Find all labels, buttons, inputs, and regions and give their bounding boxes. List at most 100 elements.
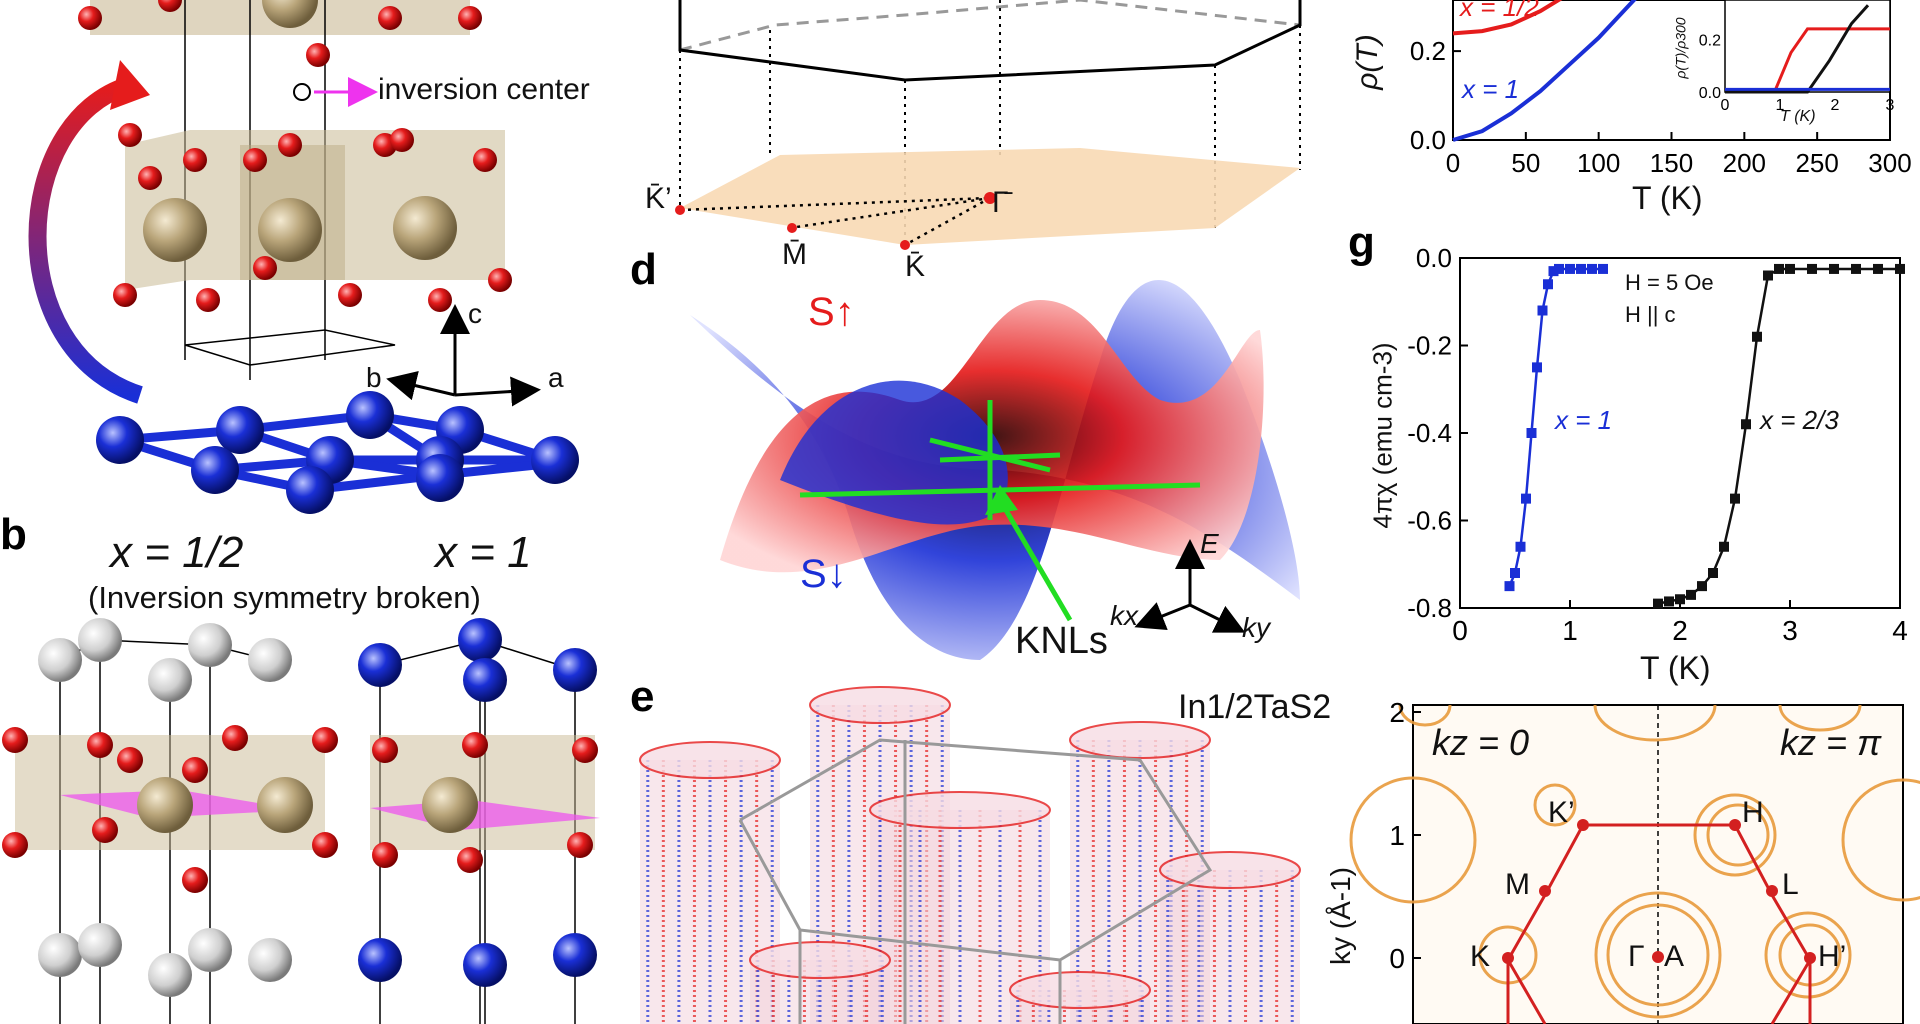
- half-occupied-atom: [38, 933, 82, 977]
- susceptibility-data-point: [1675, 594, 1685, 605]
- oxygen-atom: [118, 123, 142, 147]
- susceptibility-series-line: [1657, 267, 1900, 605]
- half-occupied-atom: [148, 953, 192, 997]
- susceptibility-data-point: [1653, 598, 1663, 609]
- axis-b-label: b: [366, 362, 382, 393]
- fermi-cylinder-top: [809, 686, 951, 724]
- fermi-cylinder-top: [749, 941, 891, 979]
- oxygen-atom: [338, 283, 362, 307]
- oxygen-atom: [87, 732, 113, 758]
- panel-e-fermi-surface: [639, 686, 1301, 1024]
- susceptibility-data-point: [1532, 362, 1542, 373]
- hs-point-m: M: [1505, 868, 1530, 901]
- oxygen-atom: [113, 283, 137, 307]
- oxygen-atom: [182, 867, 208, 893]
- susceptibility-data-point: [1829, 263, 1839, 274]
- indium-atom: [416, 454, 464, 502]
- susceptibility-data-point: [1537, 305, 1548, 316]
- panel-label-d: d: [630, 245, 657, 294]
- series-half-label: x = 1/2: [1460, 0, 1539, 22]
- indium-atom: [553, 933, 597, 977]
- inset-x-tick-label: 0: [1721, 97, 1730, 114]
- oxygen-atom: [2, 727, 28, 753]
- x-tick-label: 50: [1511, 148, 1540, 178]
- inset-y-tick-label: 0.0: [1699, 85, 1721, 102]
- inset-x-tick-label: 1: [1776, 97, 1785, 114]
- half-occupied-atom: [78, 923, 122, 967]
- x-tick-label: 2: [1672, 615, 1688, 646]
- bz-k-prime-label: K̄’: [645, 182, 672, 215]
- inset-x-tick-label: 2: [1831, 97, 1840, 114]
- oxygen-atom: [243, 148, 267, 172]
- susceptibility-data-point: [1526, 428, 1537, 438]
- oxygen-atom: [372, 737, 398, 763]
- susceptibility-ylabel: 4πχ (emu cm-3): [1367, 342, 1398, 529]
- oxygen-atom: [138, 166, 162, 190]
- susceptibility-data-point: [1873, 263, 1883, 274]
- susceptibility-data-point: [1548, 266, 1559, 277]
- field-direction-annotation: H || c: [1625, 302, 1676, 327]
- susceptibility-data-point: [1851, 263, 1861, 274]
- y-tick-label: 0: [1389, 943, 1405, 974]
- susceptibility-data-point: [1785, 263, 1795, 274]
- resistivity-series-line: [1452, 0, 1563, 36]
- susceptibility-data-point: [1504, 581, 1515, 592]
- kzpi-label: kz = π: [1780, 722, 1882, 763]
- half-occupied-atom: [248, 638, 292, 682]
- oxygen-atom: [278, 133, 302, 157]
- susceptibility-data-point: [1521, 493, 1531, 504]
- bz-k-label: K̄: [905, 250, 926, 283]
- y-tick-label: 0.0: [1410, 125, 1446, 155]
- oxygen-atom: [458, 6, 482, 30]
- oxygen-atom: [222, 725, 248, 751]
- oxygen-atom: [567, 832, 593, 858]
- oxygen-atom: [196, 288, 220, 312]
- fermi-cylinder-top: [1069, 721, 1211, 759]
- panel-b-structures: [2, 618, 600, 1024]
- s-up-label: S↑: [808, 290, 855, 334]
- susceptibility-data-point: [1554, 263, 1564, 274]
- susceptibility-data-point: [1719, 541, 1729, 552]
- y-tick-label: -0.4: [1407, 418, 1452, 448]
- oxygen-atom: [457, 847, 483, 873]
- susceptibility-data-point: [1895, 263, 1905, 274]
- susceptibility-data-point: [1697, 581, 1707, 592]
- y-tick-label: -0.6: [1407, 506, 1452, 536]
- oxygen-atom: [428, 288, 452, 312]
- indium-atom: [346, 391, 394, 439]
- susceptibility-data-point: [1598, 263, 1608, 274]
- indium-atom: [531, 436, 579, 484]
- oxygen-atom: [117, 747, 143, 773]
- inset-x-tick-label: 3: [1886, 97, 1895, 114]
- fermi-cylinder-top: [1159, 851, 1301, 889]
- oxygen-atom: [158, 0, 182, 12]
- susceptibility-data-point: [1543, 279, 1553, 290]
- indium-atom: [286, 466, 334, 514]
- resistivity-xlabel: T (K): [1632, 180, 1703, 216]
- panel-label-g: g: [1348, 218, 1375, 267]
- axis-a-label: a: [548, 362, 564, 393]
- indium-atom: [216, 406, 264, 454]
- y-tick-label: 0.0: [1416, 243, 1452, 273]
- field-annotation: H = 5 Oe: [1625, 270, 1714, 295]
- susceptibility-data-point: [1708, 568, 1718, 578]
- indium-atom: [463, 658, 507, 702]
- panel-label-b: b: [0, 510, 27, 559]
- inset-y-tick-label: 0.2: [1699, 32, 1721, 49]
- indium-atom: [358, 938, 402, 982]
- y-tick-label: -0.8: [1407, 593, 1452, 623]
- susceptibility-data-point: [1807, 263, 1817, 274]
- x-tick-label: 150: [1650, 148, 1693, 178]
- hs-point-hprime: H’: [1818, 940, 1847, 973]
- y-tick-label: -0.2: [1407, 331, 1452, 361]
- panel-d-surface: [690, 280, 1300, 660]
- half-occupied-atom: [148, 658, 192, 702]
- indium-atom: [96, 416, 144, 464]
- inversion-broken-caption: (Inversion symmetry broken): [88, 580, 481, 615]
- axis-e-label: E: [1200, 528, 1219, 559]
- x-half-label: x = 1/2: [110, 528, 244, 577]
- half-occupied-atom: [78, 618, 122, 662]
- half-occupied-atom: [248, 938, 292, 982]
- knls-label: KNLs: [1015, 620, 1108, 662]
